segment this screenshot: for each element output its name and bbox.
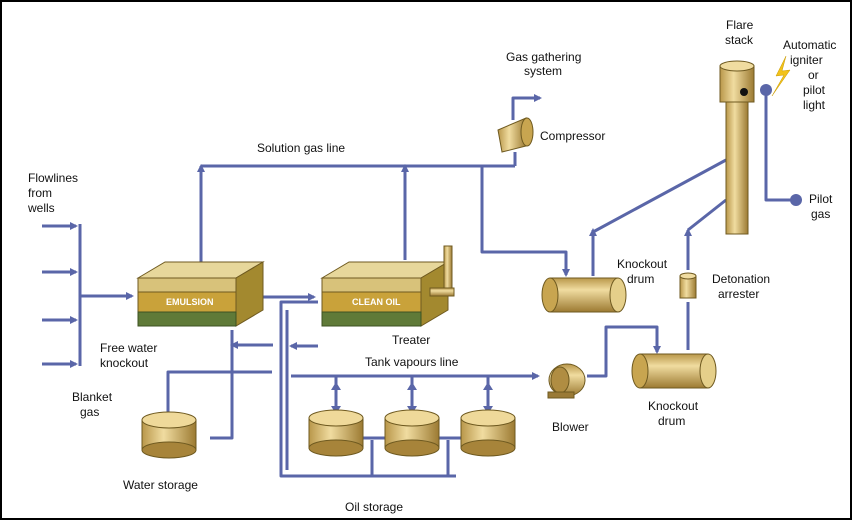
pilot-gas-connection-dot	[790, 194, 802, 206]
blower-unit	[547, 363, 586, 399]
oil-storage-label: Oil storage	[345, 500, 403, 514]
blanket-gas-label: Blanket gas	[72, 390, 115, 419]
pipework	[42, 90, 794, 478]
oil-storage-tank-2	[384, 409, 440, 457]
knockout-drum-lower-label: Knockout drum	[648, 399, 701, 428]
knockout-drum-lower-vessel	[631, 353, 717, 389]
flowline-inlets	[42, 222, 134, 368]
blower-discharge-line	[587, 325, 661, 378]
flare-stack-label: Flare stack	[725, 18, 757, 47]
treater-label: Treater	[392, 333, 430, 347]
oil-storage-tank-3	[460, 409, 516, 457]
oil-storage-tank-1	[308, 409, 364, 457]
blower-label: Blower	[552, 420, 589, 434]
detonation-arrester-vessel	[679, 272, 697, 299]
flare-tip-port	[740, 88, 748, 96]
water-storage-label: Water storage	[123, 478, 198, 492]
spark-icon	[771, 55, 791, 97]
knockout-drum-upper-vessel	[541, 277, 627, 313]
tank-vapours-line-label: Tank vapours line	[365, 355, 459, 369]
oil-outlet-line	[279, 300, 456, 478]
water-storage-tank	[141, 411, 197, 459]
treater-stack	[443, 245, 453, 291]
emulsion-label: EMULSION	[166, 297, 214, 307]
igniter-connection-dot	[760, 84, 772, 96]
free-water-knockout-vessel: EMULSION	[136, 261, 265, 327]
water-storage-vapour-line	[166, 370, 272, 412]
detonation-arrester-label: Detonation arrester	[712, 272, 773, 301]
knockout-drum-upper-label: Knockout drum	[617, 257, 670, 286]
flowlines-label: Flowlines from wells	[27, 171, 81, 215]
free-water-knockout-label: Free water knockout	[100, 341, 161, 370]
solution-gas-line-label: Solution gas line	[257, 141, 345, 155]
pilot-gas-line	[764, 90, 794, 202]
gas-gathering-label: Gas gathering system	[506, 50, 585, 78]
oil-tank-vapour-connectors	[331, 376, 493, 414]
clean-oil-label: CLEAN OIL	[352, 297, 401, 307]
compressor-label: Compressor	[540, 129, 605, 143]
solution-gas-line	[197, 152, 570, 277]
igniter-label: Automatic igniter or pilot light	[783, 38, 840, 112]
gas-gathering-outlet	[511, 94, 542, 120]
water-drain-line	[210, 330, 234, 440]
compressor-unit	[497, 117, 534, 153]
flare-stack-tower	[719, 60, 755, 235]
pilot-gas-label: Pilot gas	[809, 192, 836, 221]
treater-vessel: CLEAN OIL	[320, 245, 455, 327]
